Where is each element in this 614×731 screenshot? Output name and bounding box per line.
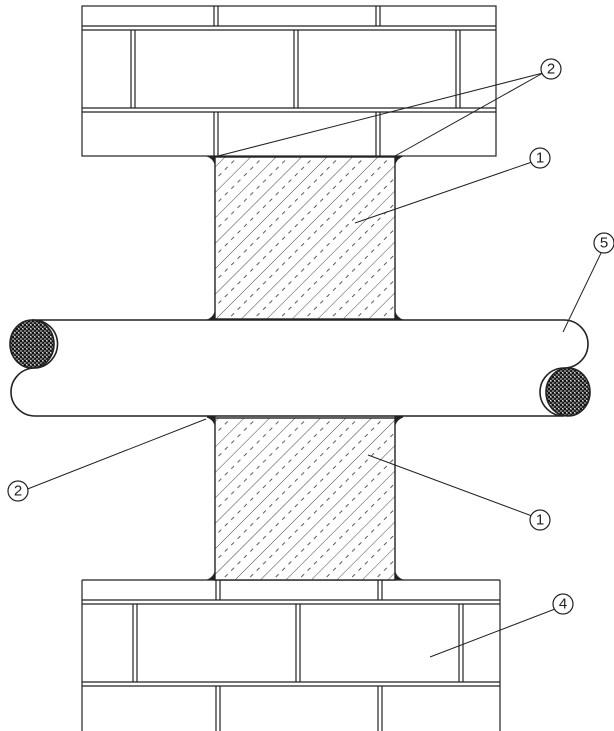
leader-lines — [24, 72, 603, 658]
sealant-fillets — [206, 155, 404, 581]
svg-text:1: 1 — [536, 150, 544, 167]
pipe-end-right — [545, 367, 591, 417]
fill-block-top — [214, 156, 396, 320]
pipe — [9, 319, 591, 417]
svg-text:2: 2 — [14, 483, 22, 500]
fill-block-bottom — [214, 417, 396, 581]
svg-text:2: 2 — [547, 61, 555, 78]
callout-2-bottom: 2 — [7, 480, 29, 502]
callout-5: 5 — [593, 232, 614, 254]
callout-1-bottom: 1 — [529, 509, 551, 531]
callout-2-top: 2 — [540, 58, 562, 80]
svg-text:1: 1 — [536, 512, 544, 529]
pipe-end-left — [9, 319, 55, 369]
top-brick-wall — [81, 5, 497, 157]
callout-4: 4 — [552, 593, 574, 615]
callout-1-top: 1 — [529, 147, 551, 169]
svg-text:5: 5 — [600, 235, 608, 252]
bottom-brick-wall — [81, 579, 501, 731]
svg-text:4: 4 — [559, 596, 567, 613]
